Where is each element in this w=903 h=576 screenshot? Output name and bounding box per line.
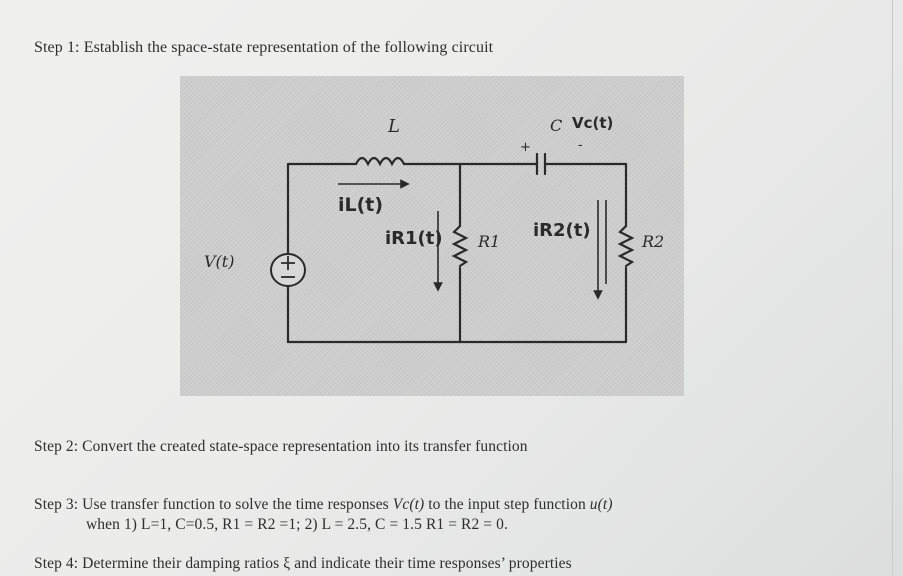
- capacitor-minus-label: -: [578, 138, 583, 153]
- source-plus-sign: [281, 256, 295, 270]
- capacitor-voltage-label: Vc(t): [572, 114, 614, 132]
- inductor-label: L: [388, 116, 400, 137]
- capacitor-plus-label: +: [520, 140, 531, 155]
- step-2-text: Step 2: Convert the created state-space …: [34, 438, 528, 455]
- r1-current-label: iR1(t): [385, 228, 443, 249]
- circuit-figure: V(t) L C Vc(t) + - iL(t) iR1(t) R1 iR2(t…: [180, 76, 684, 396]
- step-1-text: Step 1: Establish the space-state repres…: [34, 39, 494, 56]
- r1-label: R1: [478, 232, 501, 251]
- page-edge: [892, 0, 893, 576]
- inductor-coil: [354, 156, 406, 167]
- ir2-arrow-head: [593, 290, 603, 300]
- step-3-conditions: when 1) L=1, C=0.5, R1 = R2 =1; 2) L = 2…: [86, 516, 508, 533]
- inductor-current-label: iL(t): [338, 194, 384, 216]
- r2-label: R2: [642, 232, 665, 251]
- circuit-diagram: [270, 152, 635, 344]
- ir1-arrow-head: [433, 282, 443, 292]
- step-3-prefix: Step 3: Use transfer function to solve t…: [34, 496, 393, 513]
- capacitor-label: C: [550, 116, 563, 135]
- r1-zigzag: [451, 224, 469, 268]
- step-3-input-function: u(t): [589, 496, 613, 513]
- step-3-output-variable: Vc(t): [392, 496, 425, 513]
- r2-zigzag: [617, 224, 635, 268]
- step-3-text: Step 3: Use transfer function to solve t…: [34, 496, 613, 514]
- step-4-text: Step 4: Determine their damping ratios ξ…: [34, 555, 572, 572]
- r2-current-label: iR2(t): [533, 220, 591, 241]
- source-label: V(t): [204, 252, 235, 271]
- step-3-mid: to the input step function: [424, 496, 590, 513]
- il-arrow-head: [400, 179, 410, 189]
